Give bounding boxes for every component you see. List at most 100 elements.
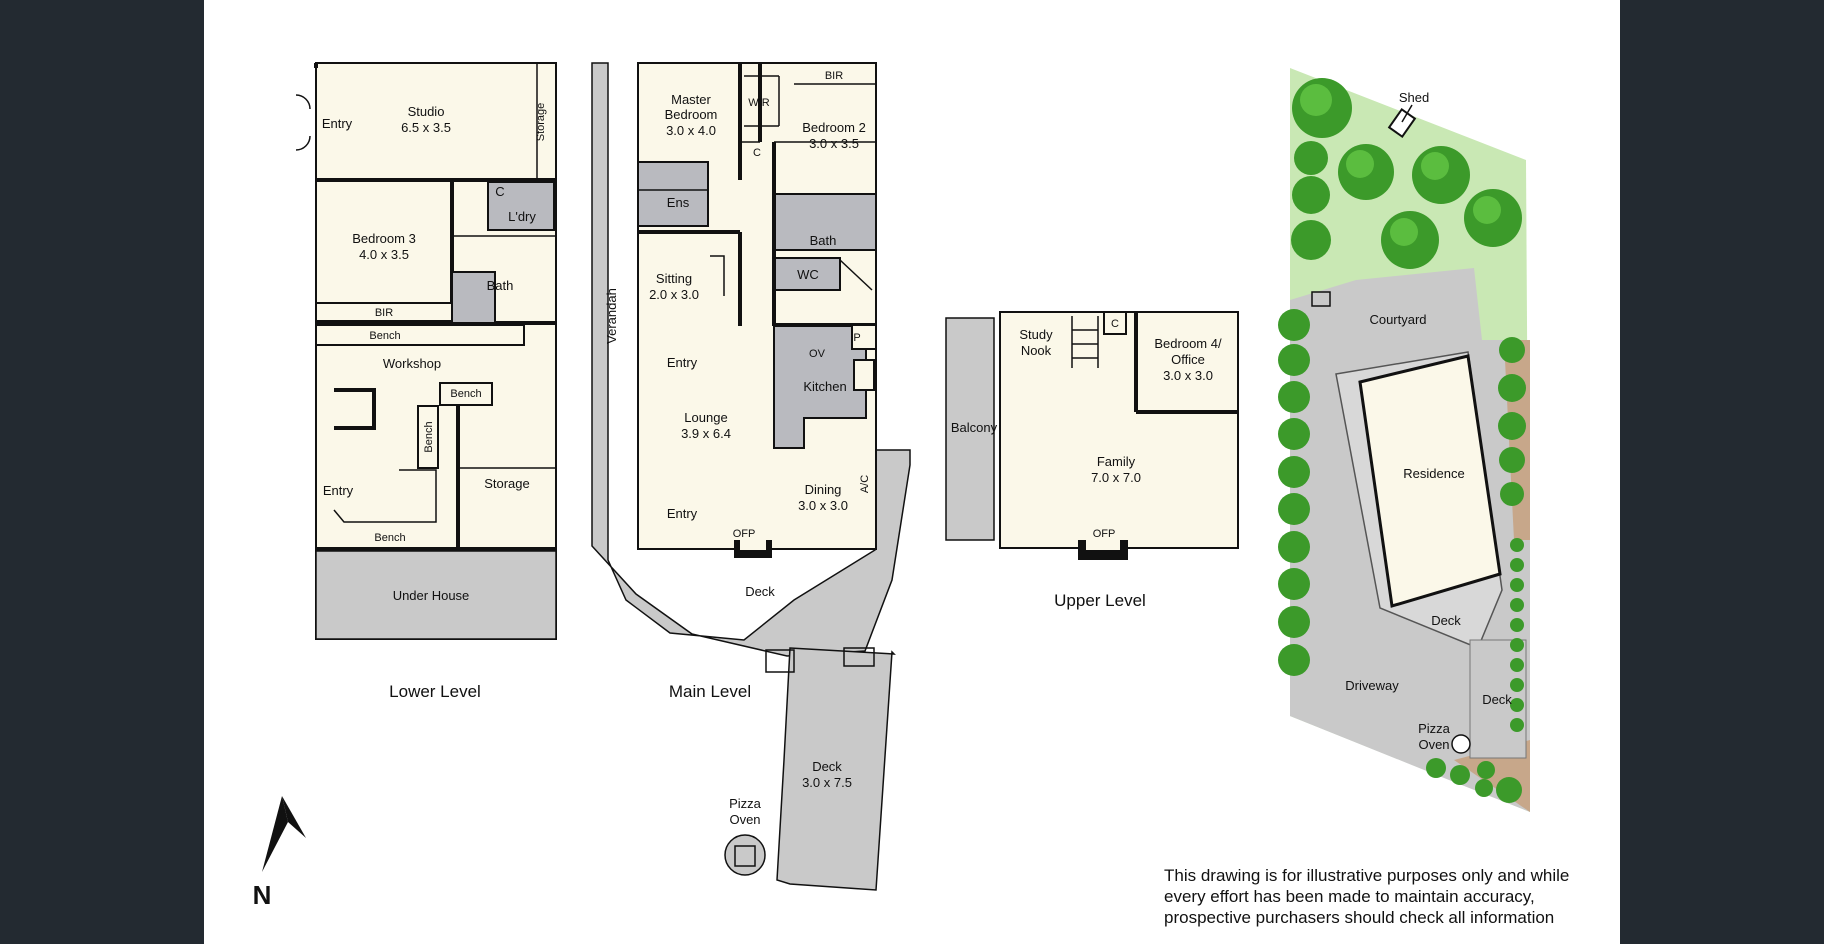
site-plan: Shed Courtyard Residence Deck Driveway D…: [1278, 68, 1530, 812]
lower-storage-label: Storage: [484, 476, 530, 491]
wc-label: WC: [797, 267, 819, 282]
main-cupboard-label: C: [753, 147, 761, 159]
lower-level-title: Lower Level: [389, 682, 481, 701]
floorplan-sheet: { "lower_level": { "title": "Lower Level…: [204, 0, 1620, 944]
sitting-label: Sitting: [656, 271, 692, 286]
upper-level-title: Upper Level: [1054, 591, 1146, 610]
lower-bedroom3-size: 4.0 x 3.5: [359, 247, 409, 262]
ensuite-label: Ens: [667, 195, 690, 210]
main-level-outline: [637, 62, 877, 550]
disclaimer-line-3: prospective purchasers should check all …: [1164, 908, 1555, 927]
north-label: N: [253, 880, 272, 910]
lower-storage-vertical-label: Storage: [535, 103, 547, 142]
lower-level-plan: Studio 6.5 x 3.5 Entry Storage Bedroom 3…: [295, 62, 557, 701]
site-shed-label: Shed: [1399, 90, 1429, 105]
floorplan-drawing: Studio 6.5 x 3.5 Entry Storage Bedroom 3…: [253, 62, 1530, 910]
lower-bench-vertical: [417, 405, 439, 469]
ensuite: [637, 161, 709, 227]
main-level-title: Main Level: [669, 682, 751, 701]
site-trees: [1278, 78, 1526, 803]
verandah-and-deck: [591, 62, 911, 657]
upper-ofp-label: OFP: [1093, 528, 1116, 540]
upper-level-plan: Study Nook C Bedroom 4/ Office 3.0 x 3.0…: [945, 311, 1239, 610]
lower-bath: [451, 271, 496, 324]
pantry-label: P: [853, 332, 860, 344]
master-size: 3.0 x 4.0: [666, 123, 716, 138]
north-arrow-icon: [282, 796, 306, 838]
main-ofp-label: OFP: [733, 528, 756, 540]
lower-bench-vertical-label: Bench: [423, 421, 435, 452]
north-compass: N: [253, 796, 306, 910]
bedroom4-label-2: Office: [1171, 352, 1205, 367]
lower-deck-size: 3.0 x 7.5: [802, 775, 852, 790]
main-entry-bottom-label: Entry: [667, 506, 698, 521]
ac-label: A/C: [859, 475, 871, 493]
lower-workshop-label: Workshop: [383, 356, 441, 371]
oven-label: OV: [809, 348, 826, 360]
site-deck-side-label: Deck: [1482, 692, 1512, 707]
main-pizza-label: Pizza: [729, 796, 762, 811]
lower-bench-mid: [439, 382, 493, 406]
lower-entry-top-label: Entry: [322, 116, 353, 131]
family-size: 7.0 x 7.0: [1091, 470, 1141, 485]
site-courtyard-label: Courtyard: [1369, 312, 1426, 327]
disclaimer-line-1: This drawing is for illustrative purpose…: [1164, 866, 1570, 885]
balcony-label: Balcony: [951, 420, 998, 435]
master-label-2: Bedroom: [665, 107, 718, 122]
site-oven-label: Oven: [1418, 737, 1449, 752]
wir-label: WIR: [748, 97, 769, 109]
main-wc: [773, 257, 841, 291]
residence-footprint: [1358, 354, 1502, 608]
site-pizza-oven: [1451, 734, 1471, 754]
laundry: [487, 181, 555, 231]
dining-label: Dining: [805, 482, 842, 497]
main-entry-top-label: Entry: [667, 355, 698, 370]
lower-laundry-label: L'dry: [508, 209, 536, 224]
bedroom2-label: Bedroom 2: [802, 120, 866, 135]
lower-bir-label: BIR: [375, 307, 393, 319]
lower-entry-bottom-label: Entry: [323, 483, 354, 498]
master-label: Master: [671, 92, 711, 107]
site-deck-label: Deck: [1431, 613, 1461, 628]
lower-bath-label: Bath: [487, 278, 514, 293]
lower-bedroom3-label: Bedroom 3: [352, 231, 416, 246]
disclaimer-text: This drawing is for illustrative purpose…: [1164, 865, 1604, 928]
kitchen-label: Kitchen: [803, 379, 846, 394]
family-label: Family: [1097, 454, 1136, 469]
lower-bir: [315, 302, 453, 322]
lower-under-house-label: Under House: [393, 588, 470, 603]
dining-size: 3.0 x 3.0: [798, 498, 848, 513]
under-house-area: [315, 550, 557, 640]
deck-label: Deck: [745, 584, 775, 599]
main-bir-label: BIR: [825, 70, 843, 82]
lower-level-outline: [315, 62, 557, 640]
study-label: Study: [1019, 327, 1053, 342]
lower-bench-top: [315, 324, 525, 346]
lower-deck: [776, 647, 896, 891]
site-driveway-label: Driveway: [1345, 678, 1399, 693]
lower-studio-label: Studio: [408, 104, 445, 119]
lounge-size: 3.9 x 6.4: [681, 426, 731, 441]
disclaimer-line-2: every effort has been made to maintain a…: [1164, 887, 1535, 906]
lower-studio-size: 6.5 x 3.5: [401, 120, 451, 135]
study-label-2: Nook: [1021, 343, 1052, 358]
lower-bench-bottom-label: Bench: [374, 532, 405, 544]
site-residence-label: Residence: [1403, 466, 1464, 481]
bedroom4-size: 3.0 x 3.0: [1163, 368, 1213, 383]
upper-cupboard-label: C: [1111, 318, 1119, 330]
lower-bench-mid-label: Bench: [450, 388, 481, 400]
lower-deck-label: Deck: [812, 759, 842, 774]
lower-bench-top-label: Bench: [369, 330, 400, 342]
pizza-oven-main: [724, 834, 766, 876]
shed: [1387, 108, 1417, 138]
sitting-size: 2.0 x 3.0: [649, 287, 699, 302]
main-level-plan: Master Bedroom 3.0 x 4.0 WIR BIR Bedroom…: [591, 62, 911, 891]
lounge-label: Lounge: [684, 410, 727, 425]
site-pizza-label: Pizza: [1418, 721, 1451, 736]
main-oven-label: Oven: [729, 812, 760, 827]
balcony: [945, 317, 995, 541]
lower-cupboard-label: C: [495, 184, 504, 199]
main-bath-label: Bath: [810, 233, 837, 248]
main-bath: [773, 193, 877, 251]
